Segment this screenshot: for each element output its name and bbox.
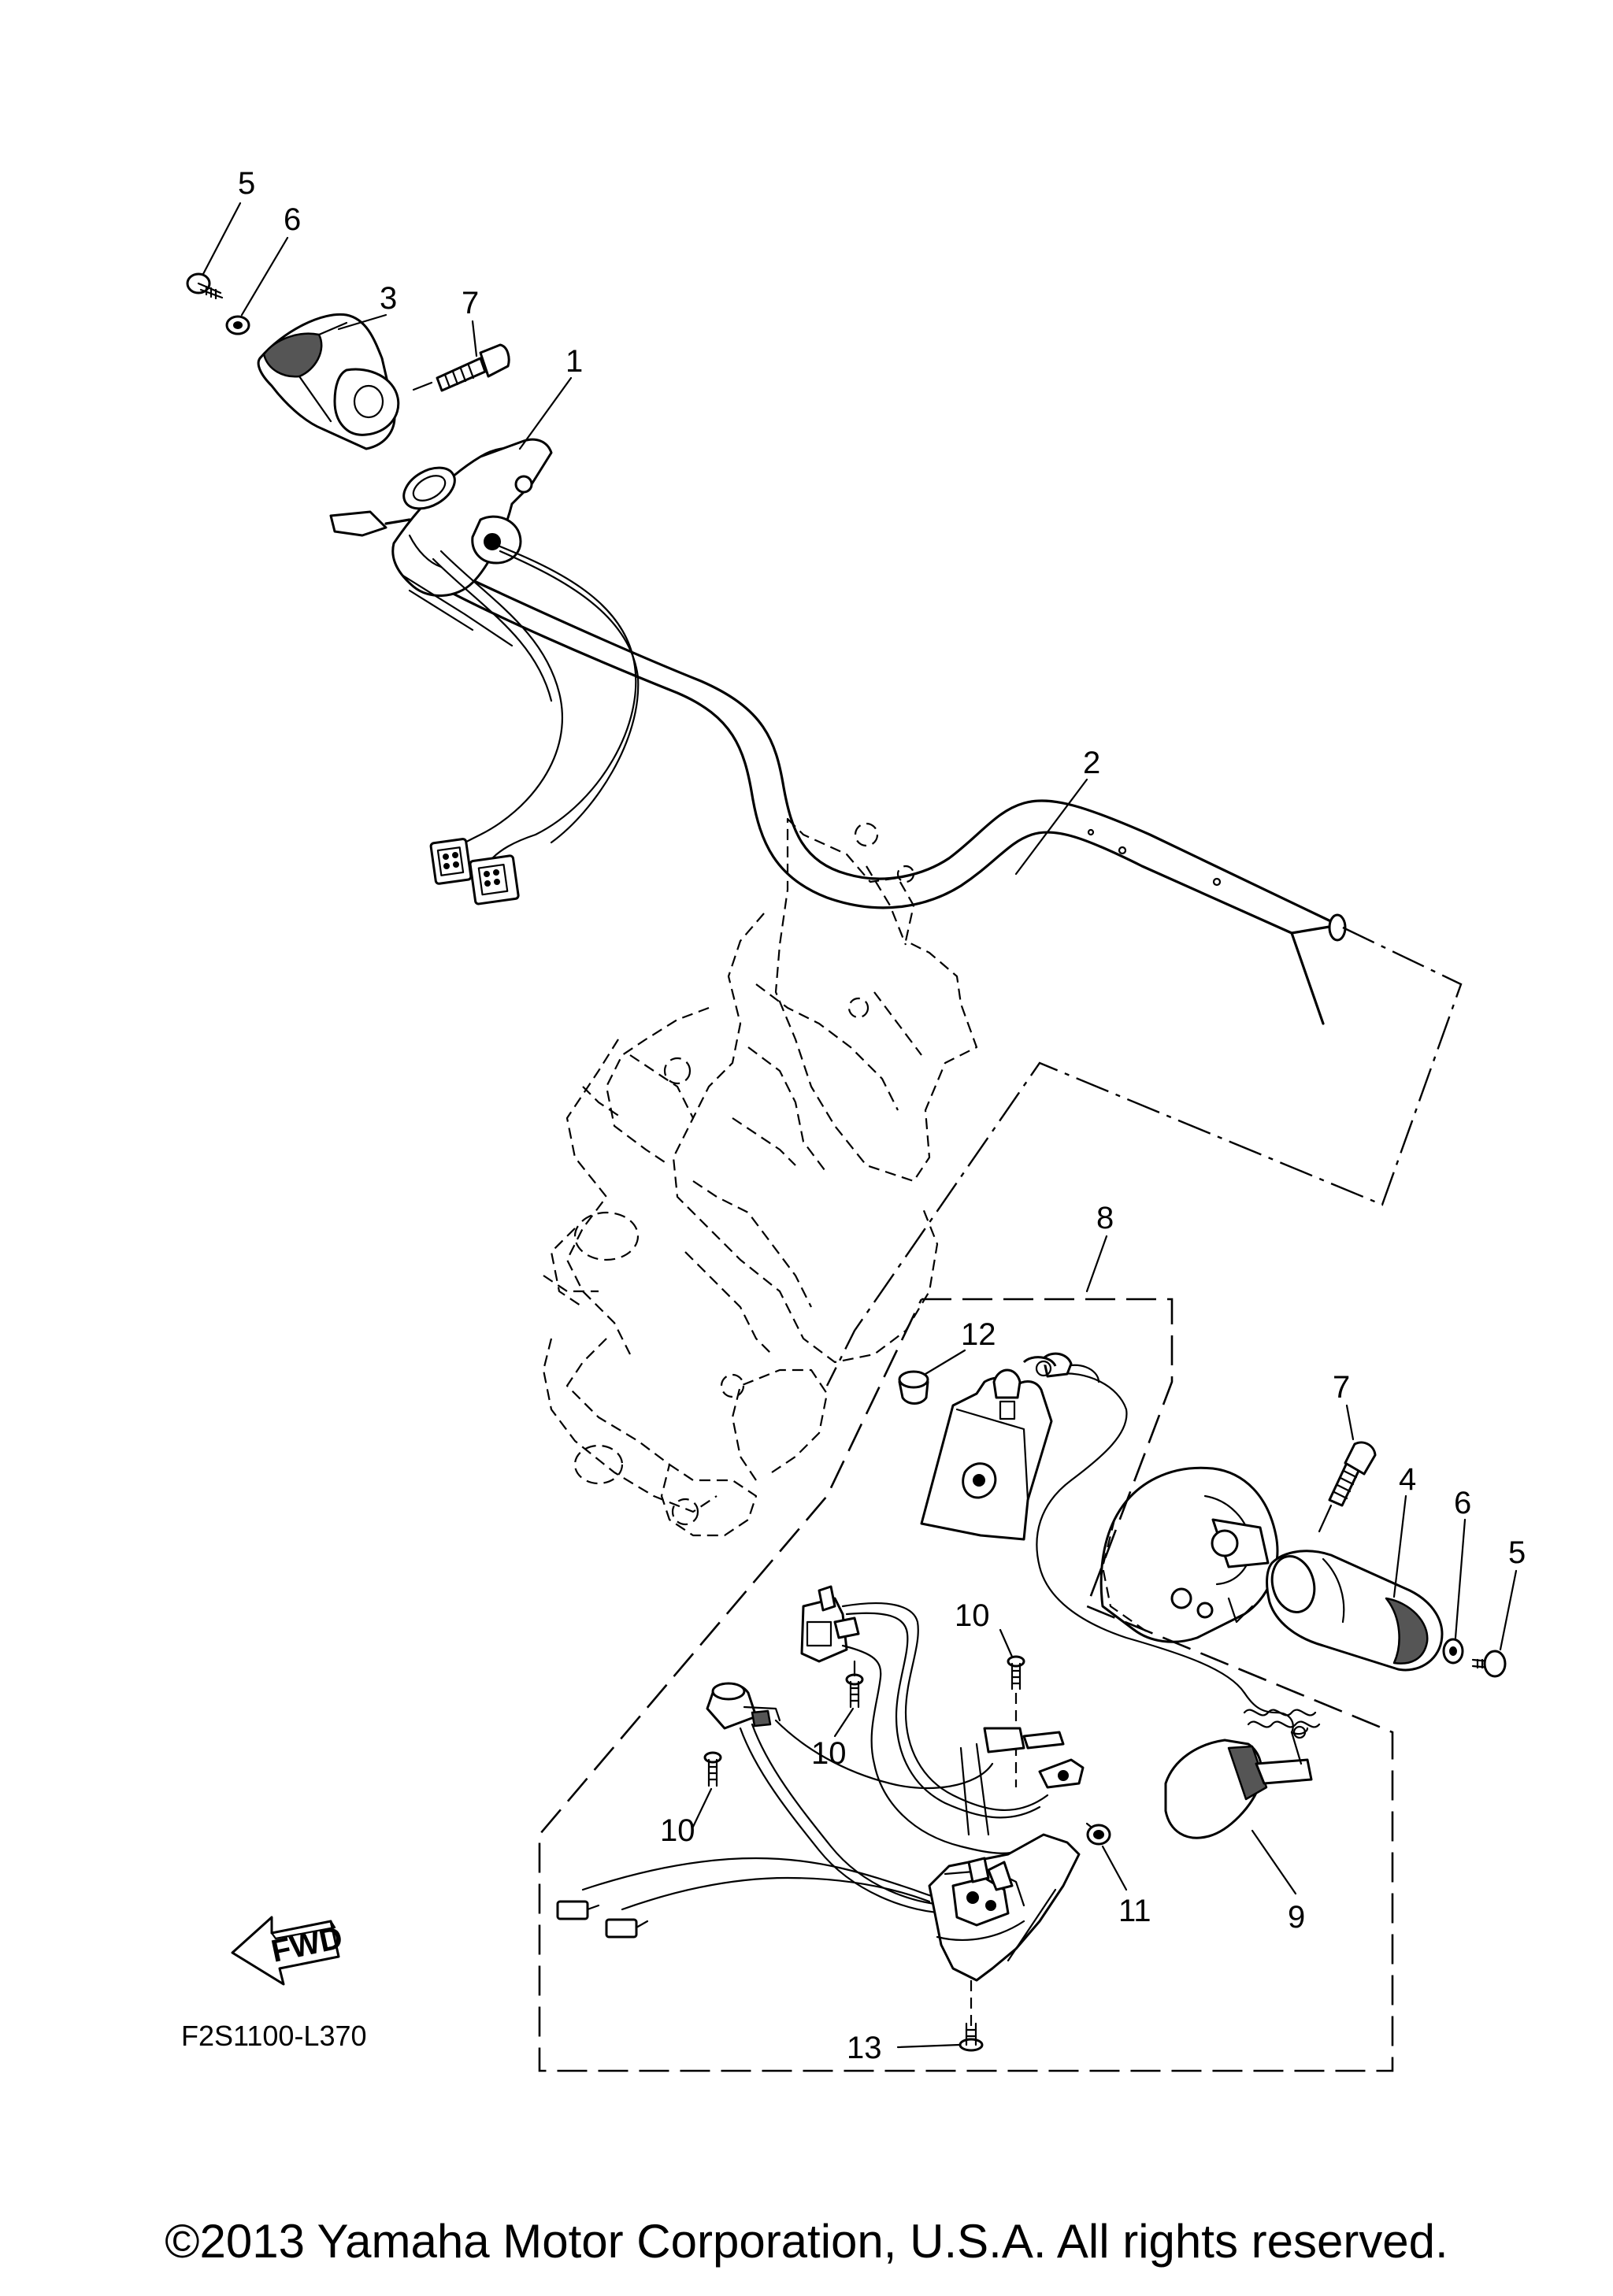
- left-screw: [186, 272, 224, 300]
- callout-leaders: [202, 202, 1518, 2049]
- handlebar: [424, 573, 1347, 1025]
- callout-2-handlebar: 2: [1083, 746, 1100, 780]
- switch-group-boundary: [538, 1298, 1394, 2072]
- upper-switch: [800, 1585, 860, 1663]
- right-grip: [1266, 1550, 1444, 1672]
- callout-1-housing: 1: [565, 344, 583, 379]
- callout-11-grommet: 11: [1118, 1894, 1151, 1928]
- left-connector-2: [469, 854, 520, 905]
- right-switch-housing: [1099, 1466, 1279, 1643]
- switch-cluster-wires: [581, 1602, 1049, 1915]
- callout-12-cap: 12: [961, 1317, 996, 1352]
- callout-6-left-washer: 6: [284, 202, 301, 237]
- callout-6-right-washer: 6: [1454, 1486, 1471, 1520]
- right-screw: [1471, 1650, 1507, 1678]
- steering-column-phantom: [542, 817, 978, 1537]
- screw-10-left: [703, 1751, 722, 1787]
- callout-10-screw-right: 10: [955, 1598, 990, 1633]
- right-small-switch: [983, 1727, 1085, 1789]
- lower-connector-2: [605, 1918, 649, 1939]
- left-bolt: [412, 343, 510, 392]
- grommet: [1085, 1822, 1111, 1846]
- callout-labels: 5 6 3 7 1 2 8 12 7 4 6 5 10 10 10 11 9 1…: [238, 166, 1526, 2065]
- left-washer: [225, 315, 250, 335]
- right-washer: [1442, 1638, 1464, 1665]
- callout-8-switch-assy: 8: [1096, 1201, 1114, 1235]
- callout-13-screw: 13: [847, 2031, 882, 2065]
- screw-10-mid: [845, 1660, 864, 1709]
- lanyard-cord: [1022, 1352, 1321, 1735]
- handlebar-axis-line: [825, 926, 1463, 1387]
- right-bolt: [1318, 1441, 1377, 1533]
- screw-13: [959, 1980, 984, 2052]
- callout-7-left-bolt: 7: [462, 286, 479, 320]
- left-connector-1: [429, 838, 473, 885]
- figure-code: F2S1100-L370: [181, 2020, 367, 2052]
- switch-bracket: [920, 1368, 1053, 1541]
- callout-10-screw-left: 10: [660, 1813, 695, 1848]
- fwd-label: FWD: [269, 1920, 346, 1969]
- callout-7-right-bolt: 7: [1333, 1370, 1350, 1405]
- cap: [898, 1370, 929, 1405]
- screw-10-right: [1007, 1655, 1025, 1787]
- lanyard-clip: [1164, 1725, 1313, 1839]
- forward-arrow-icon: FWD: [231, 1916, 346, 1986]
- callout-4-right-grip: 4: [1399, 1462, 1416, 1497]
- left-harness-cables: [400, 542, 640, 860]
- callout-10-screw-mid: 10: [811, 1736, 847, 1771]
- copyright-notice: ©2013 Yamaha Motor Corporation, U.S.A. A…: [165, 2215, 1448, 2268]
- left-control-housing: [329, 438, 553, 597]
- lower-connector-1: [556, 1900, 600, 1920]
- callout-5-right-screw: 5: [1508, 1535, 1526, 1570]
- callout-3-left-grip: 3: [380, 281, 397, 316]
- callout-9-lanyard-clip: 9: [1288, 1900, 1305, 1935]
- callout-5-left-screw: 5: [238, 166, 255, 201]
- terminal-bracket: [928, 1833, 1081, 1982]
- left-round-switch: [706, 1682, 781, 1730]
- left-grip: [257, 313, 400, 450]
